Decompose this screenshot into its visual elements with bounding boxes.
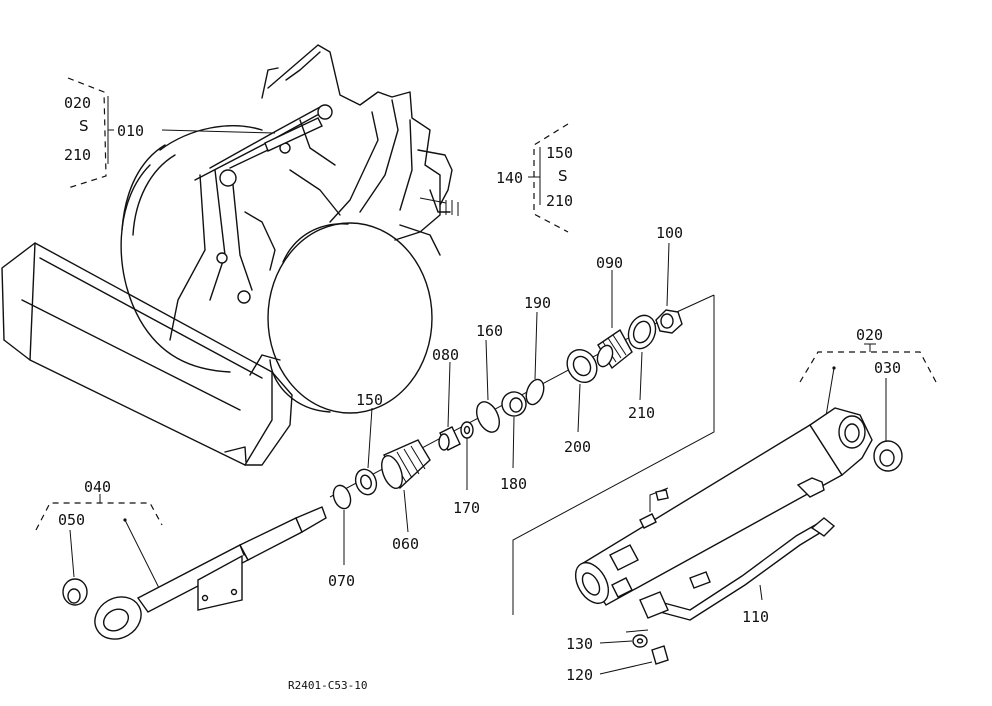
part-200-ring: 200	[564, 348, 598, 456]
label-070: 070	[328, 572, 355, 590]
label-110: 110	[742, 608, 769, 626]
label-040: 040	[84, 478, 111, 496]
seal-kit-exploded-parts: 100 210 090 200 190	[328, 224, 715, 615]
piston-rod-assembly: 040 050	[35, 478, 327, 640]
label-150: 150	[356, 391, 383, 409]
range-symbol: S	[79, 117, 89, 135]
label-170: 170	[453, 499, 480, 517]
label-210-range-end: 210	[64, 146, 91, 164]
part-210-ring: 210	[627, 314, 657, 422]
label-020: 020	[856, 326, 883, 344]
label-060: 060	[392, 535, 419, 553]
label-200: 200	[564, 438, 591, 456]
part-100-nut: 100	[655, 224, 683, 334]
bucket	[1, 242, 293, 466]
label-130: 130	[566, 635, 593, 653]
label-180: 180	[500, 475, 527, 493]
label-210-range-end: 210	[546, 192, 573, 210]
diagram-code: R2401-C53-10	[288, 679, 367, 692]
label-120: 120	[566, 666, 593, 684]
cylinder-tube-assembly: 020 030 110 130	[566, 326, 937, 684]
label-210: 210	[628, 404, 655, 422]
label-020-range-start: 020	[64, 94, 91, 112]
part-080-bushing: 080	[432, 346, 461, 451]
label-010: 010	[117, 122, 144, 140]
label-050: 050	[58, 511, 85, 529]
part-070-snap-ring: 070	[328, 484, 355, 590]
label-190: 190	[524, 294, 551, 312]
part-090-piston: 090	[596, 254, 633, 370]
range-bracket-010: 020 S 210 010	[64, 77, 276, 189]
part-180-ring: 180	[500, 391, 527, 493]
label-080: 080	[432, 346, 459, 364]
part-150-ring: 150	[354, 391, 383, 496]
part-160-o-ring: 160	[475, 322, 503, 433]
label-150-range-start: 150	[546, 144, 573, 162]
loader-frame-assembly	[120, 44, 459, 414]
range-bracket-140: 140 150 S 210	[496, 123, 573, 233]
label-090: 090	[596, 254, 623, 272]
label-030: 030	[874, 359, 901, 377]
label-160: 160	[476, 322, 503, 340]
label-100: 100	[656, 224, 683, 242]
part-060-piston: 060	[381, 439, 431, 553]
part-170-washer: 170	[453, 421, 480, 517]
part-190-o-ring: 190	[524, 294, 551, 406]
range-symbol: S	[558, 167, 568, 185]
label-140: 140	[496, 169, 523, 187]
